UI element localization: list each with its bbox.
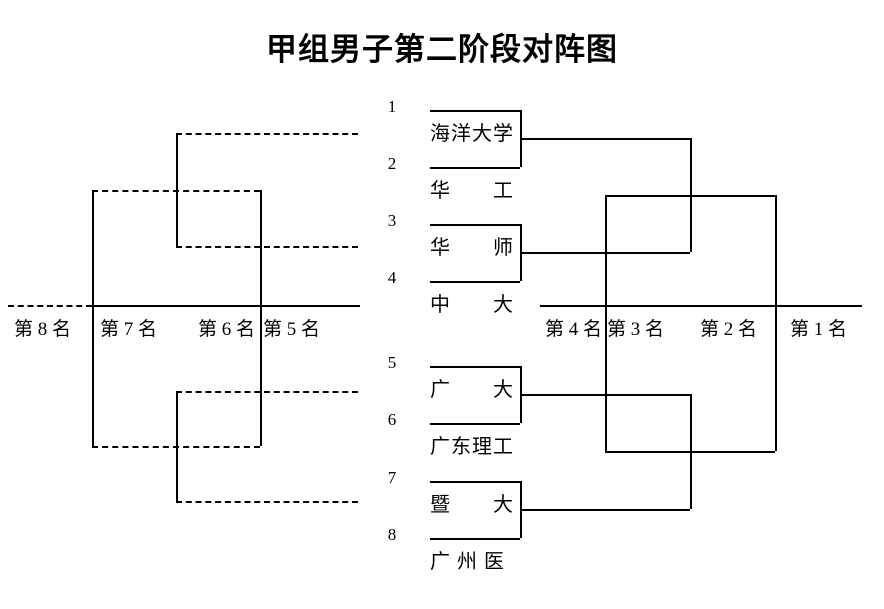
winner-d-line (520, 509, 690, 511)
team-name-4: 中 大 (430, 294, 514, 316)
consolation-1-output-line (92, 190, 260, 192)
team7-line (430, 481, 520, 483)
seed-number-6: 6 (387, 410, 397, 429)
consolation-2-output-line (92, 446, 260, 448)
semifinal-2-output-line (605, 451, 775, 453)
seed-number-2: 2 (387, 154, 397, 173)
fifth-place-connector (260, 190, 262, 446)
final-connector (775, 195, 777, 451)
loser-a-line (176, 133, 358, 135)
team-name-5: 广 大 (430, 379, 514, 401)
loser-c-line (176, 391, 358, 393)
seed-number-7: 7 (387, 468, 397, 487)
place-label-1st: 第 1 名 (790, 319, 848, 340)
team-name-3: 华 师 (430, 237, 514, 259)
seed-number-1: 1 (387, 97, 397, 116)
center-line-right (540, 305, 862, 307)
team8-line (430, 538, 520, 540)
center-line-dashed-tip (8, 305, 92, 307)
center-line-left (92, 305, 360, 307)
team2-line (430, 167, 520, 169)
loser-d-line (176, 501, 358, 503)
seed-number-8: 8 (387, 525, 397, 544)
team-name-1: 海洋大学 (430, 123, 514, 145)
loser-b-line (176, 246, 358, 248)
team1-line (430, 110, 520, 112)
seventh-place-connector (92, 190, 94, 446)
seed-number-5: 5 (387, 353, 397, 372)
team-name-8: 广 州 医 (430, 551, 505, 573)
place-label-8th: 第 8 名 (14, 319, 72, 340)
consolation-1-connector (176, 133, 178, 246)
bracket-title: 甲组男子第二阶段对阵图 (266, 32, 618, 67)
place-label-3rd: 第 3 名 (607, 319, 665, 340)
team5-line (430, 366, 520, 368)
seed-number-3: 3 (387, 211, 397, 230)
winner-a-line (520, 138, 690, 140)
team-name-7: 暨 大 (430, 494, 514, 516)
place-label-5th: 第 5 名 (263, 319, 321, 340)
team-name-2: 华 工 (430, 180, 514, 202)
team-name-6: 广东理工 (430, 436, 514, 458)
team6-line (430, 423, 520, 425)
seed-number-4: 4 (387, 268, 397, 287)
place-label-6th: 第 6 名 (198, 319, 256, 340)
team4-line (430, 281, 520, 283)
team3-line (430, 224, 520, 226)
place-label-4th: 第 4 名 (545, 319, 603, 340)
place-label-2nd: 第 2 名 (700, 319, 758, 340)
semifinal-1-output-line (605, 195, 775, 197)
third-place-connector (605, 195, 607, 451)
place-label-7th: 第 7 名 (100, 319, 158, 340)
